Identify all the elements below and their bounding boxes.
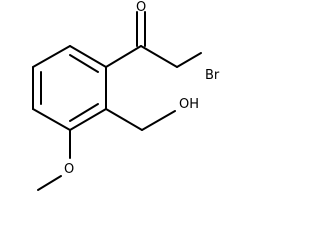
hydroxyl-label: OH xyxy=(179,97,199,112)
ring-bond-4 xyxy=(69,108,107,131)
carbonyl-to-ch2-bond xyxy=(140,45,178,68)
methoxy-o-to-ch3-bond xyxy=(37,175,62,191)
oxygen-label: O xyxy=(136,0,146,15)
ring-to-ch2-bond xyxy=(105,108,143,131)
ring-bond-5 xyxy=(32,108,71,131)
aryl-carbonyl-bond xyxy=(105,45,142,68)
ring-double-bond-bottom xyxy=(69,103,99,122)
ring-bond-2 xyxy=(69,45,107,68)
ch2-to-oh-bond xyxy=(141,110,176,131)
structure-canvas: O Br OH O xyxy=(32,0,220,191)
chemical-structure-diagram: O Br OH O xyxy=(32,0,220,191)
methoxy-oxygen-label: O xyxy=(64,162,74,177)
ring-bond-1 xyxy=(32,45,71,68)
ring-double-bond-top xyxy=(69,54,99,73)
bromine-label: Br xyxy=(205,68,220,83)
ch2-to-ch2-bond xyxy=(176,52,202,68)
